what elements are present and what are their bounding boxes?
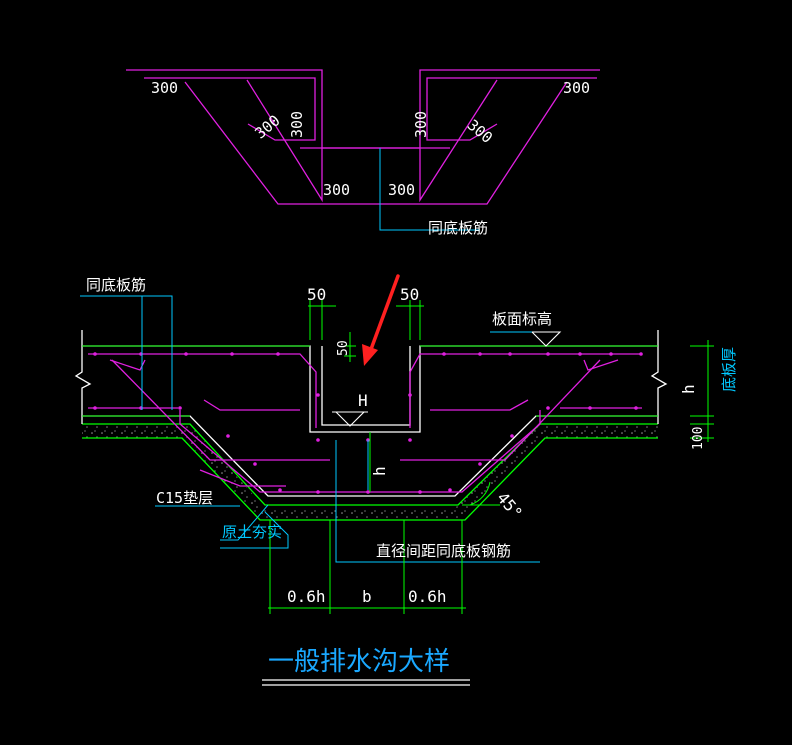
- top-dim-300-2: 300: [563, 79, 590, 97]
- label-original-soil-compacted: 原土夯实: [222, 523, 282, 541]
- cushion-layer-lines: [82, 423, 658, 521]
- dim-50-vertical: 50: [336, 340, 351, 356]
- soil-fill: [82, 424, 658, 520]
- label-angle-45: 45°: [493, 488, 526, 522]
- top-dim-300-1: 300: [151, 79, 178, 97]
- top-leader-line: [379, 148, 480, 231]
- dimension-lines: [268, 300, 714, 614]
- top-dim-300-8: 300: [388, 181, 415, 199]
- top-dim-300-3: 300: [251, 111, 283, 142]
- rebar-dots: [93, 352, 643, 494]
- dim-06h-right: 0.6h: [408, 587, 447, 606]
- leader-lines: [80, 295, 560, 563]
- label-H: H: [358, 391, 368, 410]
- dim-50-right: 50: [400, 285, 419, 304]
- dim-b: b: [362, 587, 372, 606]
- label-h-inner: h: [370, 466, 389, 476]
- top-detail: 300 300 300 300 300 300 300 300 同底板筋: [126, 69, 600, 237]
- dim-50-left: 50: [307, 285, 326, 304]
- top-rebar-lines: [126, 69, 600, 205]
- label-rebar-note: 直径间距同底板钢筋: [376, 542, 511, 560]
- drawing-title-block: 一般排水沟大样: [262, 647, 470, 686]
- drawing-title: 一般排水沟大样: [268, 647, 450, 677]
- drain-section: 同底板筋 50 50 50 板面标高 H h h 底板厚 100 C15垫层 原…: [74, 274, 738, 614]
- label-h-right: h: [679, 384, 698, 394]
- label-c15-cushion: C15垫层: [156, 489, 213, 507]
- top-dim-300-4: 300: [288, 111, 306, 138]
- red-arrow: [362, 274, 400, 366]
- label-slab-thickness: 底板厚: [720, 347, 738, 392]
- top-label-same-bottom-rebar: 同底板筋: [428, 219, 488, 237]
- section-rebar-lines: [88, 353, 642, 493]
- top-dim-300-6: 300: [464, 116, 496, 147]
- section-label-same-bottom-rebar: 同底板筋: [86, 276, 146, 294]
- label-slab-top-elevation: 板面标高: [492, 310, 552, 328]
- label-100: 100: [691, 427, 706, 450]
- dim-06h-left: 0.6h: [287, 587, 326, 606]
- top-dim-300-5: 300: [412, 111, 430, 138]
- level-symbols: [332, 331, 562, 427]
- top-dim-300-7: 300: [323, 181, 350, 199]
- slab-green-lines: [82, 345, 658, 417]
